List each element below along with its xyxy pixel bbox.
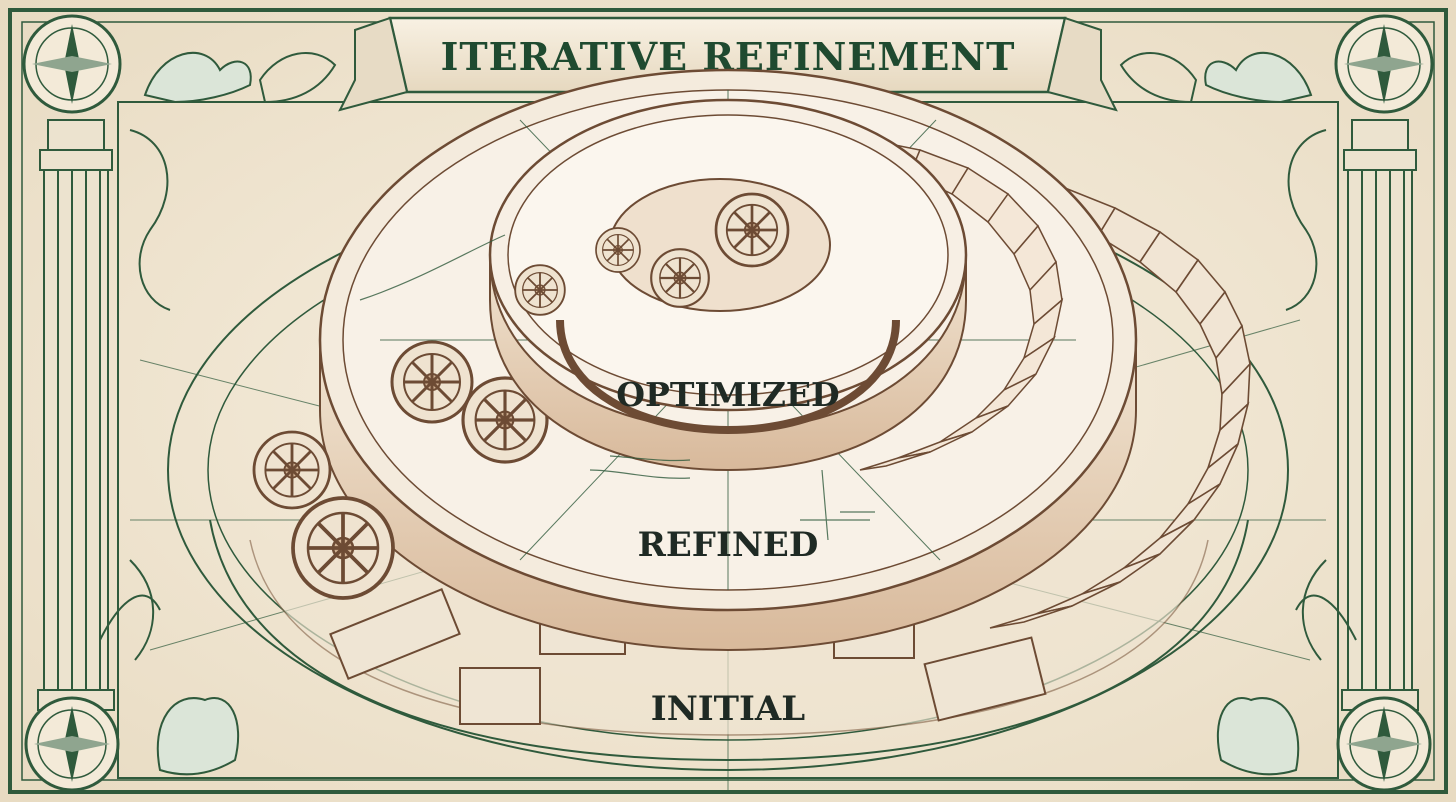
tier-label-initial: INITIAL (651, 689, 805, 729)
griffin-icon-bottom-left (99, 594, 240, 776)
title-banner: ITERATIVE REFINEMENT (338, 16, 1118, 112)
left-column-icon (37, 119, 115, 711)
tier-label-refined: REFINED (638, 525, 819, 565)
compass-rose-icon-bottom-right (1336, 696, 1432, 792)
gear-icon-mid (390, 340, 474, 424)
core-gearwork (514, 178, 831, 316)
right-column-icon (1341, 119, 1419, 711)
gear-icon-large-left (291, 496, 395, 600)
compass-rose-icon-bottom-left (24, 696, 120, 792)
compass-rose-icon-top-right (1334, 14, 1434, 114)
scroll-flourish-icon (129, 129, 1327, 661)
griffin-icon-top-right (1119, 51, 1313, 104)
gear-icon-left (252, 430, 332, 510)
griffin-icon-top-left (143, 51, 337, 104)
griffin-icon-bottom-right (1216, 594, 1357, 776)
compass-rose-icon-top-left (22, 14, 122, 114)
blueprint-annotations (359, 234, 875, 541)
tier-label-optimized: OPTIMIZED (616, 375, 839, 414)
